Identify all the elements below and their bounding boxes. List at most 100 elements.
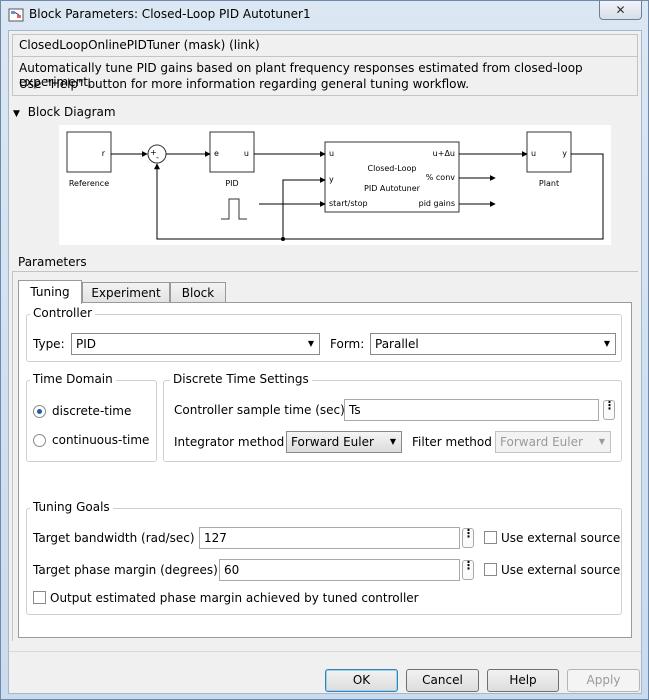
autotuner-title-1: Closed-Loop: [368, 164, 417, 173]
mask-title: ClosedLoopOnlinePIDTuner (mask) (link): [19, 38, 260, 52]
autotuner-port-conv: % conv: [426, 173, 456, 182]
filter-method-value: Forward Euler: [500, 435, 583, 449]
footer-divider: [9, 651, 641, 652]
tuning-tab-panel: Controller Type: PID ▼ Form: Parallel ▼ …: [18, 302, 632, 638]
help-button[interactable]: Help: [487, 669, 559, 692]
autotuner-title-2: PID Autotuner: [364, 184, 421, 193]
integrator-method-label: Integrator method: [174, 435, 285, 449]
filter-method-select: Forward Euler ▼: [495, 431, 611, 453]
discrete-time-radio[interactable]: [33, 405, 46, 418]
simulink-block-icon: [8, 8, 24, 22]
ok-button[interactable]: OK: [325, 669, 398, 692]
tab-block-label: Block: [181, 286, 215, 300]
reference-block: [66, 131, 112, 173]
sample-time-value: Ts: [349, 403, 361, 417]
sum-plus: +: [150, 148, 157, 157]
discrete-time-label[interactable]: discrete-time: [52, 404, 132, 418]
more-options-icon: ⋮: [463, 527, 474, 540]
integrator-method-value: Forward Euler: [291, 435, 374, 449]
output-phase-margin-label[interactable]: Output estimated phase margin achieved b…: [50, 591, 419, 605]
more-options-icon: ⋮: [463, 559, 474, 572]
tab-experiment-label: Experiment: [91, 286, 161, 300]
block-diagram-svg: r Reference + - e u PID Closed-Loop PID …: [66, 131, 604, 241]
mask-description-panel: ClosedLoopOnlinePIDTuner (mask) (link) A…: [12, 34, 638, 96]
more-options-icon: ⋮: [604, 399, 615, 412]
bandwidth-input[interactable]: 127: [199, 527, 460, 549]
mask-description-line2: Use "Help" button for more information r…: [19, 77, 470, 91]
phase-external-checkbox[interactable]: [484, 563, 497, 576]
reference-label: Reference: [69, 179, 109, 188]
bandwidth-external-checkbox[interactable]: [484, 531, 497, 544]
chevron-down-icon: ▼: [307, 339, 314, 348]
tab-experiment[interactable]: Experiment: [82, 282, 170, 303]
cancel-button[interactable]: Cancel: [406, 669, 479, 692]
autotuner-port-gains: pid gains: [419, 199, 455, 208]
controller-form-select[interactable]: Parallel ▼: [370, 333, 616, 355]
controller-group: [26, 314, 622, 362]
divider: [13, 56, 637, 57]
close-icon: ✕: [615, 3, 626, 17]
form-label: Form:: [330, 337, 365, 351]
time-domain-group-label: Time Domain: [30, 372, 116, 386]
bandwidth-label: Target bandwidth (rad/sec): [33, 531, 195, 545]
pid-label: PID: [225, 179, 238, 188]
tuning-goals-group: [26, 508, 622, 615]
controller-group-label: Controller: [30, 306, 96, 320]
phase-margin-label: Target phase margin (degrees): [33, 563, 218, 577]
chevron-down-icon: ▼: [603, 339, 610, 348]
output-phase-margin-checkbox[interactable]: [33, 591, 46, 604]
autotuner-port-y: y: [329, 175, 334, 184]
discrete-settings-group: [163, 380, 622, 462]
expand-triangle-icon: ▼: [13, 109, 20, 119]
plant-port-u: u: [531, 149, 536, 158]
title-bar[interactable]: Block Parameters: Closed-Loop PID Autotu…: [1, 1, 648, 29]
parameters-header: Parameters: [18, 255, 87, 269]
pid-block: [209, 131, 255, 173]
phase-external-label[interactable]: Use external source: [501, 563, 621, 577]
close-button[interactable]: ✕: [599, 1, 642, 20]
window-title: Block Parameters: Closed-Loop PID Autotu…: [29, 7, 311, 21]
reference-port-r: r: [102, 149, 106, 158]
type-label: Type:: [33, 337, 65, 351]
controller-form-value: Parallel: [375, 337, 419, 351]
filter-method-label: Filter method: [412, 435, 492, 449]
autotuner-port-start: start/stop: [329, 199, 368, 208]
sample-time-label: Controller sample time (sec): [174, 403, 345, 417]
sample-time-menu-button[interactable]: ⋮: [603, 400, 615, 420]
apply-button: Apply: [567, 669, 640, 692]
sample-time-input[interactable]: Ts: [344, 399, 599, 421]
bandwidth-external-label[interactable]: Use external source: [501, 531, 621, 545]
tab-tuning[interactable]: Tuning: [18, 280, 82, 304]
bandwidth-value: 127: [204, 531, 227, 545]
block-diagram-header: Block Diagram: [27, 105, 116, 119]
dialog-client: ClosedLoopOnlinePIDTuner (mask) (link) A…: [8, 30, 642, 694]
discrete-settings-group-label: Discrete Time Settings: [170, 372, 312, 386]
time-domain-group: [26, 380, 157, 462]
chevron-down-icon: ▼: [389, 437, 396, 446]
continuous-time-radio[interactable]: [33, 434, 46, 447]
pid-port-e: e: [214, 149, 219, 158]
parameters-frame: [12, 271, 638, 641]
phase-margin-menu-button[interactable]: ⋮: [462, 560, 474, 580]
autotuner-port-u: u: [329, 149, 334, 158]
phase-margin-value: 60: [224, 563, 240, 577]
bandwidth-menu-button[interactable]: ⋮: [462, 528, 474, 548]
controller-type-value: PID: [76, 337, 97, 351]
tuning-goals-group-label: Tuning Goals: [30, 500, 113, 514]
phase-margin-input[interactable]: 60: [219, 559, 460, 581]
tab-tuning-label: Tuning: [30, 285, 70, 299]
plant-block: [526, 131, 572, 173]
tab-block[interactable]: Block: [170, 282, 226, 303]
integrator-method-select[interactable]: Forward Euler ▼: [286, 431, 402, 453]
autotuner-port-udelta: u+Δu: [433, 149, 455, 158]
block-diagram-toggle[interactable]: ▼ Block Diagram: [13, 105, 116, 119]
mask-description-line1: Automatically tune PID gains based on pl…: [19, 61, 583, 89]
block-diagram-image: r Reference + - e u PID Closed-Loop PID …: [59, 125, 611, 245]
pid-port-u: u: [244, 149, 249, 158]
continuous-time-label[interactable]: continuous-time: [52, 433, 150, 447]
junction-dot: [281, 237, 285, 241]
controller-type-select[interactable]: PID ▼: [71, 333, 320, 355]
sum-minus: -: [156, 153, 159, 162]
chevron-down-icon: ▼: [598, 437, 605, 446]
